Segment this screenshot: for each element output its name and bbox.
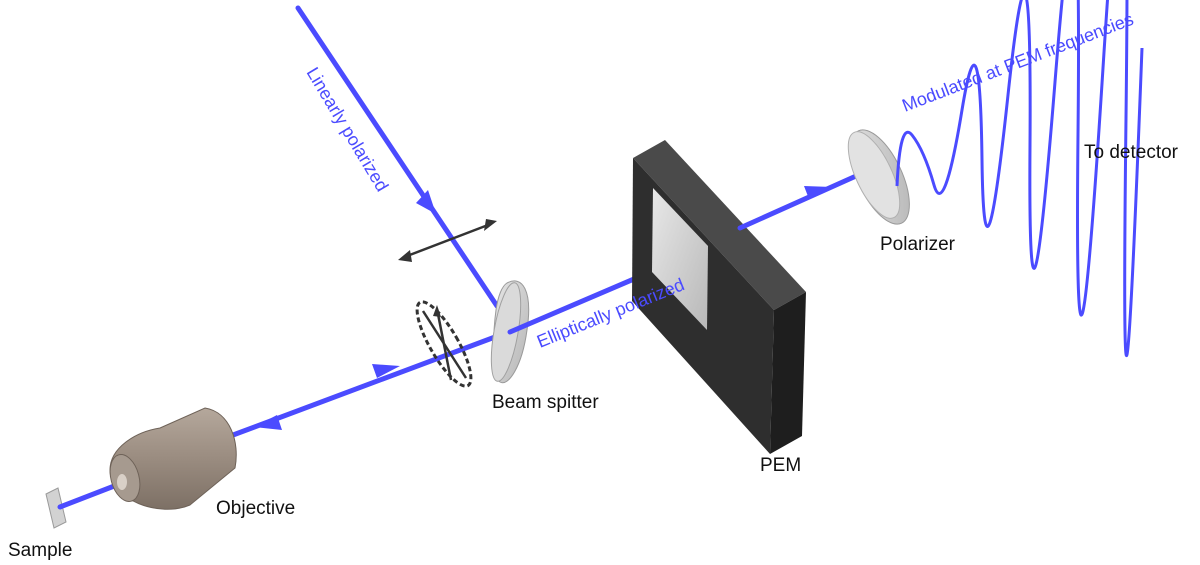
- modulated-wave: [895, 0, 1144, 358]
- sample-beam: [57, 480, 125, 510]
- objective: [109, 407, 237, 510]
- polarizer: [847, 129, 910, 225]
- objective-label: Objective: [216, 498, 295, 519]
- sample: [45, 487, 67, 529]
- pem: [632, 140, 806, 454]
- modulated-beam: [737, 169, 868, 231]
- sample-label: Sample: [8, 540, 72, 561]
- forward-beam-arrowhead: [254, 415, 282, 430]
- modulated-beam-arrowhead: [804, 186, 832, 199]
- pem-window: [652, 188, 708, 330]
- beam-splitter-label: Beam spitter: [492, 392, 599, 413]
- incident-beam-arrowhead: [416, 190, 436, 214]
- objective-beam: [222, 331, 506, 441]
- return-beam-arrowhead: [372, 364, 400, 378]
- pem-label: PEM: [760, 455, 801, 476]
- polarizer-label: Polarizer: [880, 234, 956, 255]
- incident-beam: [295, 5, 500, 309]
- to-detector-label: To detector: [1084, 142, 1179, 163]
- linear-polarization-arrow: [398, 219, 497, 262]
- elliptical-polarization-symbol: [415, 300, 473, 388]
